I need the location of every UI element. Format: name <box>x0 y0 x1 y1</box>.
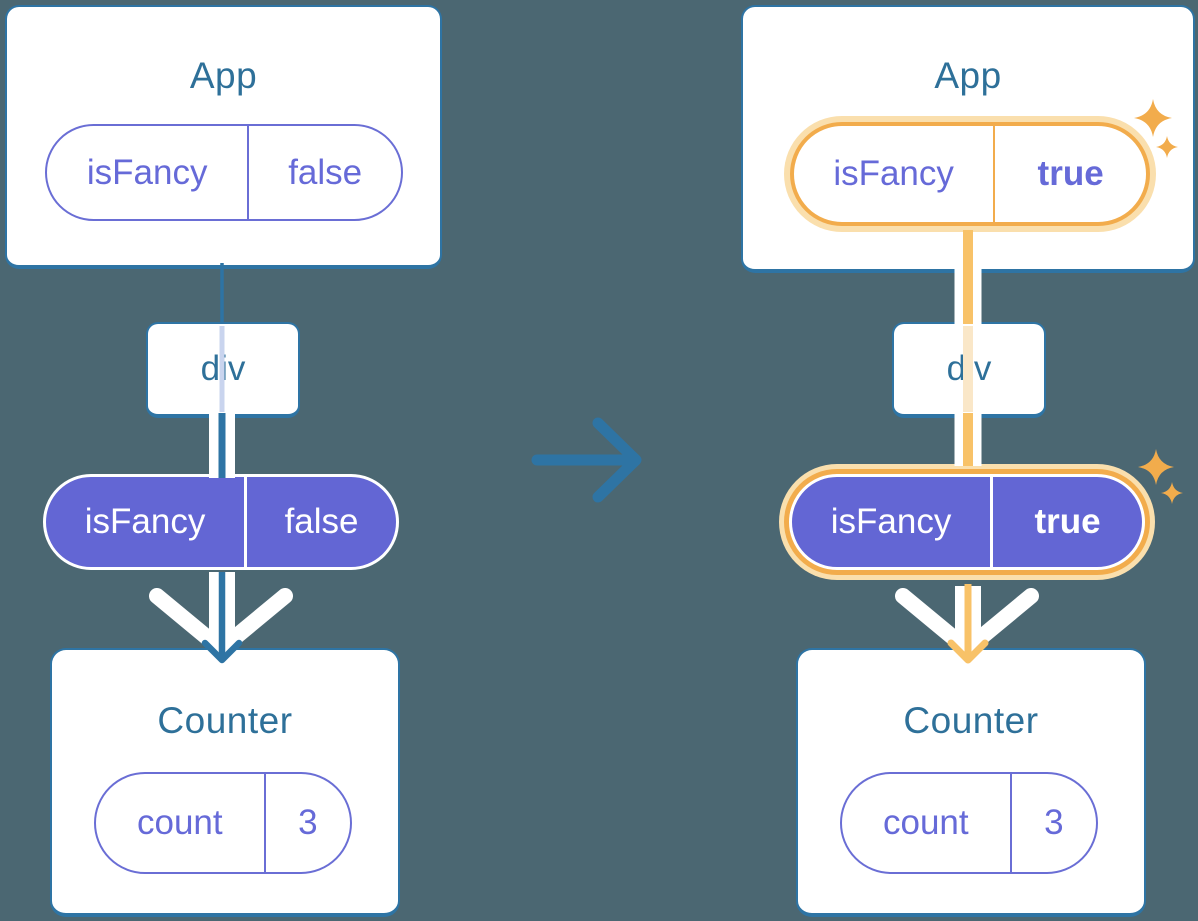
state-value-label: 3 <box>298 803 318 842</box>
prop-value-label: true <box>1037 154 1104 193</box>
transition-arrow-icon <box>531 417 642 503</box>
prop-name-label: isFancy <box>46 477 248 567</box>
passed-prop-pill-before: isFancy false <box>43 474 399 570</box>
counter-title: Counter <box>157 700 293 741</box>
div-node-after: div <box>892 322 1046 418</box>
counter-card-after: Counter count 3 <box>796 648 1146 917</box>
counter-state-pill-before: count 3 <box>94 772 352 874</box>
counter-card-before: Counter count 3 <box>50 648 400 917</box>
prop-value-label: false <box>288 152 363 192</box>
prop-name-label: isFancy <box>47 126 250 219</box>
sparkle-icon <box>1138 449 1183 504</box>
counter-state-pill-after: count 3 <box>840 772 1098 874</box>
app-title: App <box>934 55 1002 96</box>
prop-name-label: isFancy <box>792 477 994 567</box>
prop-name-label: isFancy <box>794 126 996 222</box>
app-prop-pill-after: isFancy true <box>790 122 1150 226</box>
prop-value-label: false <box>284 502 359 541</box>
passed-prop-pill-after: isFancy true <box>789 474 1145 570</box>
div-node-before: div <box>146 322 300 418</box>
counter-title: Counter <box>903 700 1039 741</box>
app-prop-pill-before: isFancy false <box>45 124 403 221</box>
app-card-before: App isFancy false <box>5 5 442 269</box>
state-name-label: count <box>96 774 266 872</box>
prop-value-label: true <box>1034 502 1101 541</box>
state-value-label: 3 <box>1044 803 1064 842</box>
div-label: div <box>946 349 992 388</box>
app-card-after: App isFancy true <box>741 5 1195 273</box>
div-label: div <box>200 349 246 388</box>
app-title: App <box>189 55 258 96</box>
state-name-label: count <box>842 774 1012 872</box>
prop-arrow-into-counter-before <box>149 572 293 664</box>
